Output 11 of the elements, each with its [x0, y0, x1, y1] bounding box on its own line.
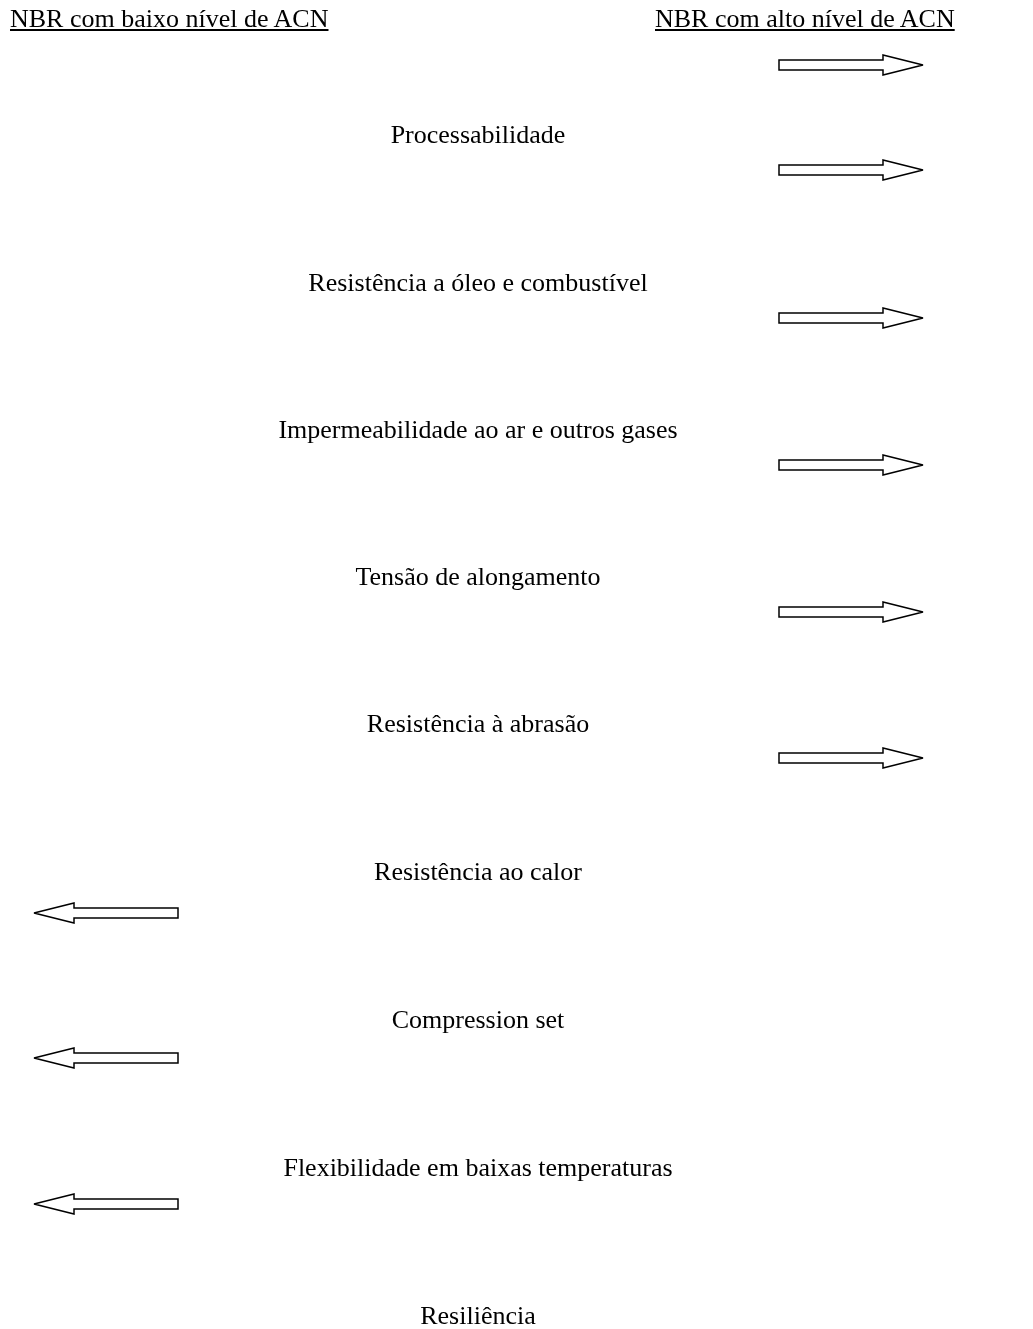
property-label: Tensão de alongamento: [355, 562, 601, 592]
property-label: Resistência a óleo e combustível: [308, 268, 648, 298]
property-label: Resistência à abrasão: [366, 709, 590, 739]
property-label: Resistência ao calor: [374, 857, 582, 887]
property-label: Compression set: [391, 1005, 565, 1035]
property-label: Resiliência: [420, 1301, 536, 1329]
property-label: Processabilidade: [390, 120, 566, 150]
column-heading: NBR com baixo nível de ACN: [10, 4, 329, 34]
column-heading: NBR com alto nível de ACN: [655, 4, 955, 34]
property-label: Flexibilidade em baixas temperaturas: [283, 1153, 673, 1183]
property-label: Impermeabilidade ao ar e outros gases: [278, 415, 678, 445]
